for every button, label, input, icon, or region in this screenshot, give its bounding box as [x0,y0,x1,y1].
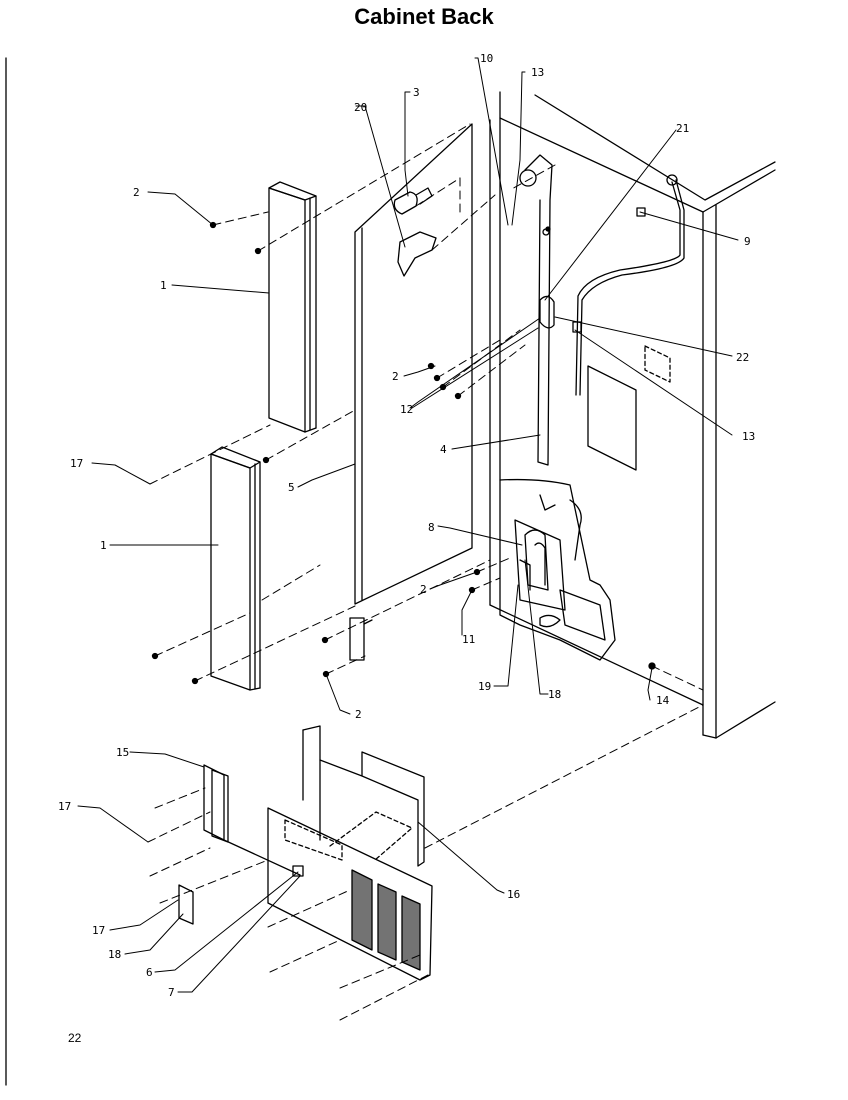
callout-10: 10 [480,52,493,65]
callout-14: 14 [656,694,670,707]
callout-12: 12 [400,403,413,416]
callout-13: 13 [531,66,544,79]
callout-3: 3 [413,86,420,99]
page-number: 22 [68,1031,82,1045]
wire-harness [575,174,685,396]
support-bracket [519,154,553,466]
leader-lines [77,57,739,993]
callout-8: 8 [428,521,435,534]
callout-20: 20 [354,101,367,114]
screws-and-caps [151,187,656,685]
callout-19: 19 [478,680,491,693]
callout-2: 2 [392,370,399,383]
cabinet-shell [489,91,776,739]
mounting-bracket [203,764,301,876]
diagram-title: Cabinet Back [354,4,494,29]
machine-compartment-cover [267,725,433,981]
callout-18: 18 [548,688,561,701]
callout-1: 1 [160,279,167,292]
callout-22: 22 [736,351,749,364]
back-panel [349,123,473,661]
callout-13: 13 [742,430,755,443]
callout-21: 21 [676,122,689,135]
side-duct-upper [268,181,317,433]
callout-labels: 2 1 17 1 5 20 3 10 13 21 9 22 2 12 13 4 … [58,52,755,999]
callout-2: 2 [420,583,427,596]
callout-16: 16 [507,888,520,901]
callout-15: 15 [116,746,129,759]
callout-17: 17 [58,800,71,813]
compressor-compartment [499,478,616,661]
callout-2: 2 [355,708,362,721]
exploded-guide-lines [147,123,704,1021]
harness-clip [539,295,582,333]
callout-11: 11 [462,633,475,646]
callout-5: 5 [288,481,295,494]
bracket-bolt [292,865,304,877]
callout-17: 17 [70,457,83,470]
callout-4: 4 [440,443,447,456]
callout-1: 1 [100,539,107,552]
callout-6: 6 [146,966,153,979]
callout-9: 9 [744,235,751,248]
callout-18: 18 [108,948,121,961]
cover-plate [178,884,194,925]
side-duct-lower [210,446,261,691]
callout-17: 17 [92,924,105,937]
callout-2: 2 [133,186,140,199]
callout-7: 7 [168,986,175,999]
